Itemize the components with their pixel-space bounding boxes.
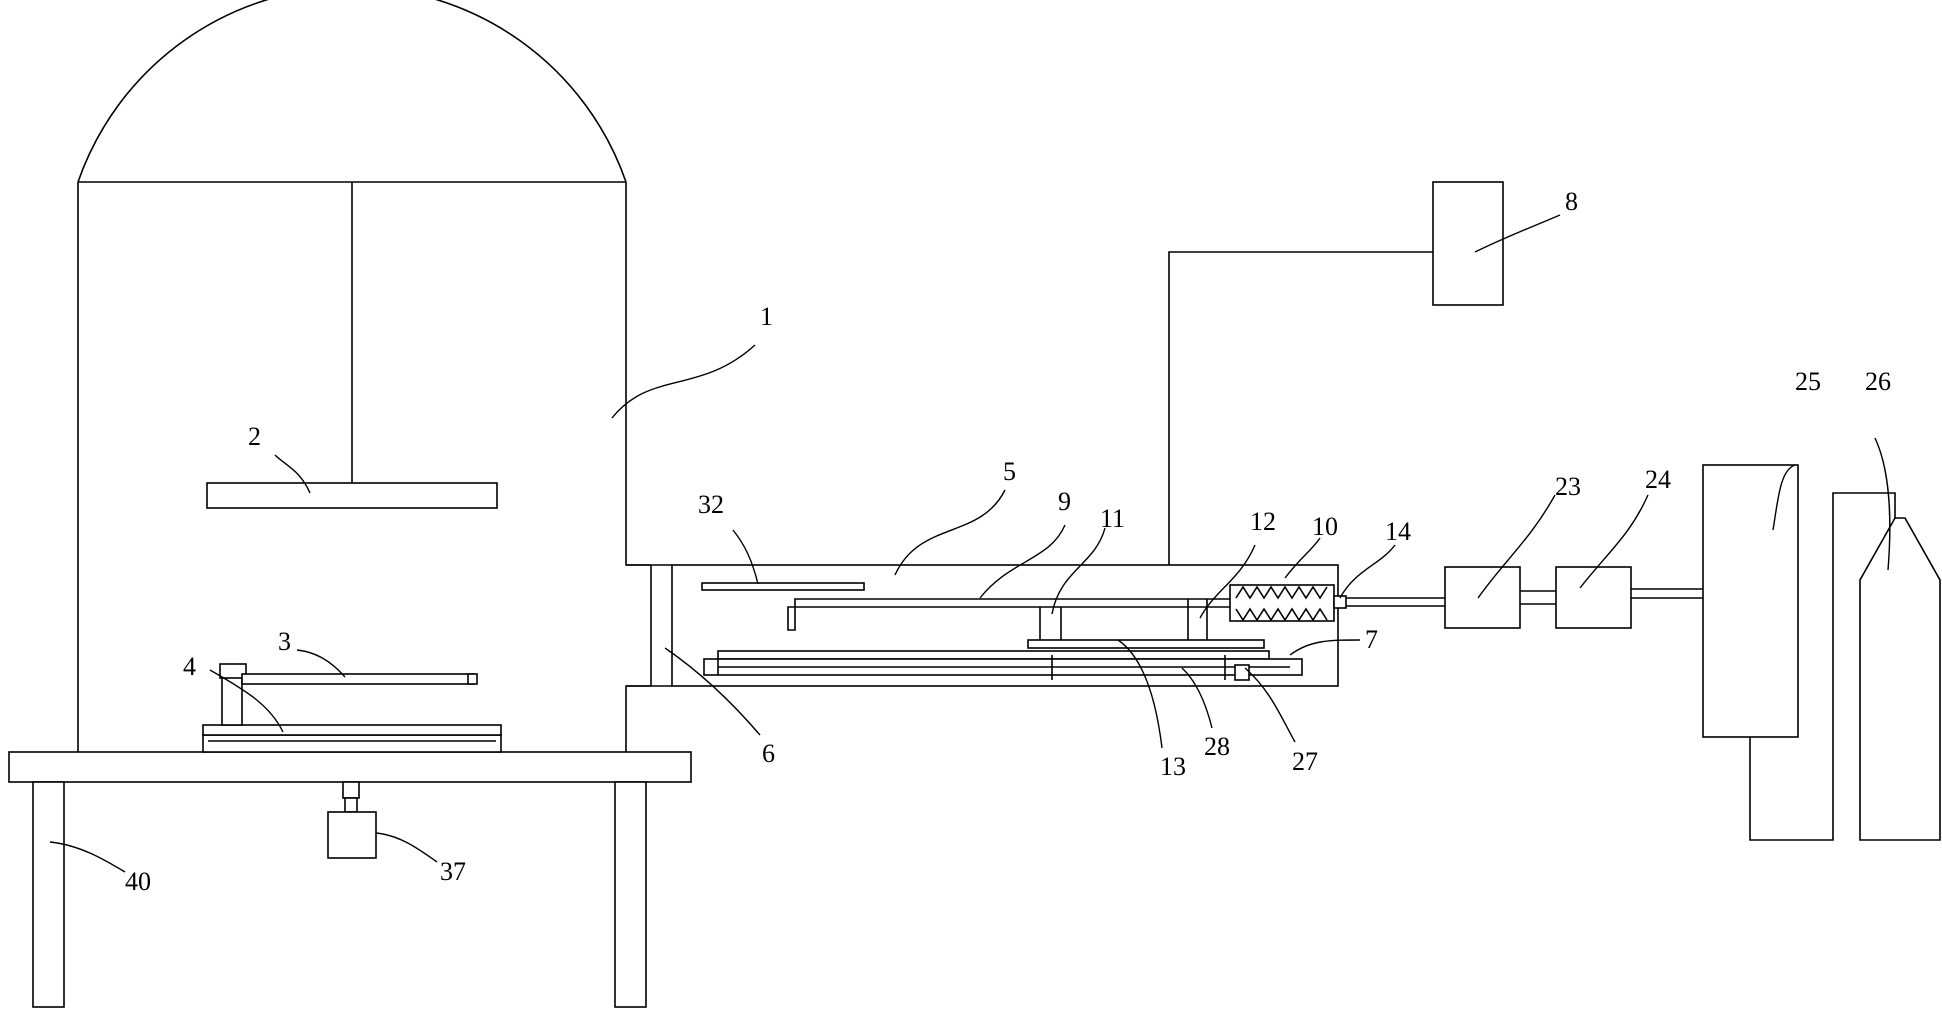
leader-13 — [1117, 639, 1163, 749]
table-top — [8, 751, 692, 783]
leader-5 — [894, 489, 1006, 576]
motor — [327, 811, 377, 859]
reference-labels: 1 2 3 4 5 6 7 8 9 10 11 12 13 14 23 24 2… — [125, 187, 1891, 896]
label-5: 5 — [1003, 457, 1016, 486]
track-upper — [717, 650, 1270, 660]
rotating-stage — [202, 663, 502, 859]
leader-12 — [1199, 544, 1256, 619]
label-12: 12 — [1250, 507, 1276, 536]
arm-tip — [467, 673, 478, 685]
block-27 — [1234, 664, 1250, 681]
tank-25 — [1702, 464, 1799, 738]
chamber-dome — [77, 0, 627, 183]
rod-9-hook — [787, 598, 1230, 631]
label-4: 4 — [183, 652, 196, 681]
label-1: 1 — [760, 302, 773, 331]
label-14: 14 — [1385, 517, 1411, 546]
leader-26 — [1874, 437, 1891, 571]
leader-lines — [49, 214, 1891, 873]
label-28: 28 — [1204, 732, 1230, 761]
label-37: 37 — [440, 857, 466, 886]
tank-25-bottom-pipe — [1749, 492, 1896, 841]
controller-box — [1432, 181, 1504, 306]
leader-4 — [209, 669, 284, 733]
leader-27 — [1244, 667, 1296, 743]
label-9: 9 — [1058, 487, 1071, 516]
leader-24 — [1579, 494, 1649, 589]
leader-6 — [664, 647, 761, 736]
top-plate — [206, 482, 498, 509]
rotating-arm — [241, 673, 475, 685]
leader-25 — [1772, 464, 1796, 531]
stage-lower-plate — [202, 734, 502, 753]
gas-supply-line — [1346, 464, 1941, 841]
label-23: 23 — [1555, 472, 1581, 501]
leader-40 — [49, 841, 126, 873]
motor-shaft — [342, 781, 360, 799]
label-11: 11 — [1100, 504, 1125, 533]
chamber-right-wall-upper — [625, 182, 672, 566]
cylinder-26 — [1859, 517, 1941, 841]
label-25: 25 — [1795, 367, 1821, 396]
table-leg-right — [614, 781, 647, 1008]
plate-32 — [701, 582, 865, 591]
label-3: 3 — [278, 627, 291, 656]
label-32: 32 — [698, 490, 724, 519]
unit-24 — [1555, 566, 1632, 629]
leader-32 — [732, 529, 759, 585]
leader-11 — [1051, 527, 1106, 615]
label-27: 27 — [1292, 747, 1318, 776]
table-leg-left — [32, 781, 65, 1008]
label-8: 8 — [1565, 187, 1578, 216]
main-chamber — [77, 0, 672, 752]
leader-8 — [1474, 214, 1561, 253]
bellows-10-zigzag-bottom — [1235, 607, 1328, 622]
label-24: 24 — [1645, 465, 1671, 494]
table — [8, 751, 692, 1008]
leader-1 — [611, 344, 756, 419]
leader-9 — [979, 524, 1066, 599]
unit-23 — [1444, 566, 1521, 629]
label-40: 40 — [125, 867, 151, 896]
controller-cable — [1168, 251, 1433, 565]
label-6: 6 — [762, 739, 775, 768]
leader-7 — [1289, 639, 1361, 656]
leader-14 — [1339, 544, 1396, 599]
label-7: 7 — [1365, 625, 1378, 654]
controller-8 — [1168, 181, 1504, 565]
bellows-10-zigzag-top — [1235, 585, 1328, 600]
label-10: 10 — [1312, 512, 1338, 541]
leader-37 — [375, 832, 438, 863]
chamber-right-wall-lower — [625, 685, 672, 752]
leader-23 — [1477, 494, 1556, 599]
leader-10 — [1284, 537, 1321, 579]
leader-28 — [1181, 667, 1213, 729]
leader-3 — [296, 649, 346, 678]
label-2: 2 — [248, 422, 261, 451]
stage-upper-plate — [202, 724, 502, 736]
label-26: 26 — [1865, 367, 1891, 396]
port-14 — [1333, 595, 1347, 609]
label-13: 13 — [1160, 752, 1186, 781]
leader-2 — [274, 454, 311, 494]
holder-13 — [1027, 639, 1265, 649]
arm-post-cap — [219, 663, 247, 679]
transfer-chamber — [626, 564, 1347, 687]
motor-shaft-lower — [344, 797, 358, 813]
